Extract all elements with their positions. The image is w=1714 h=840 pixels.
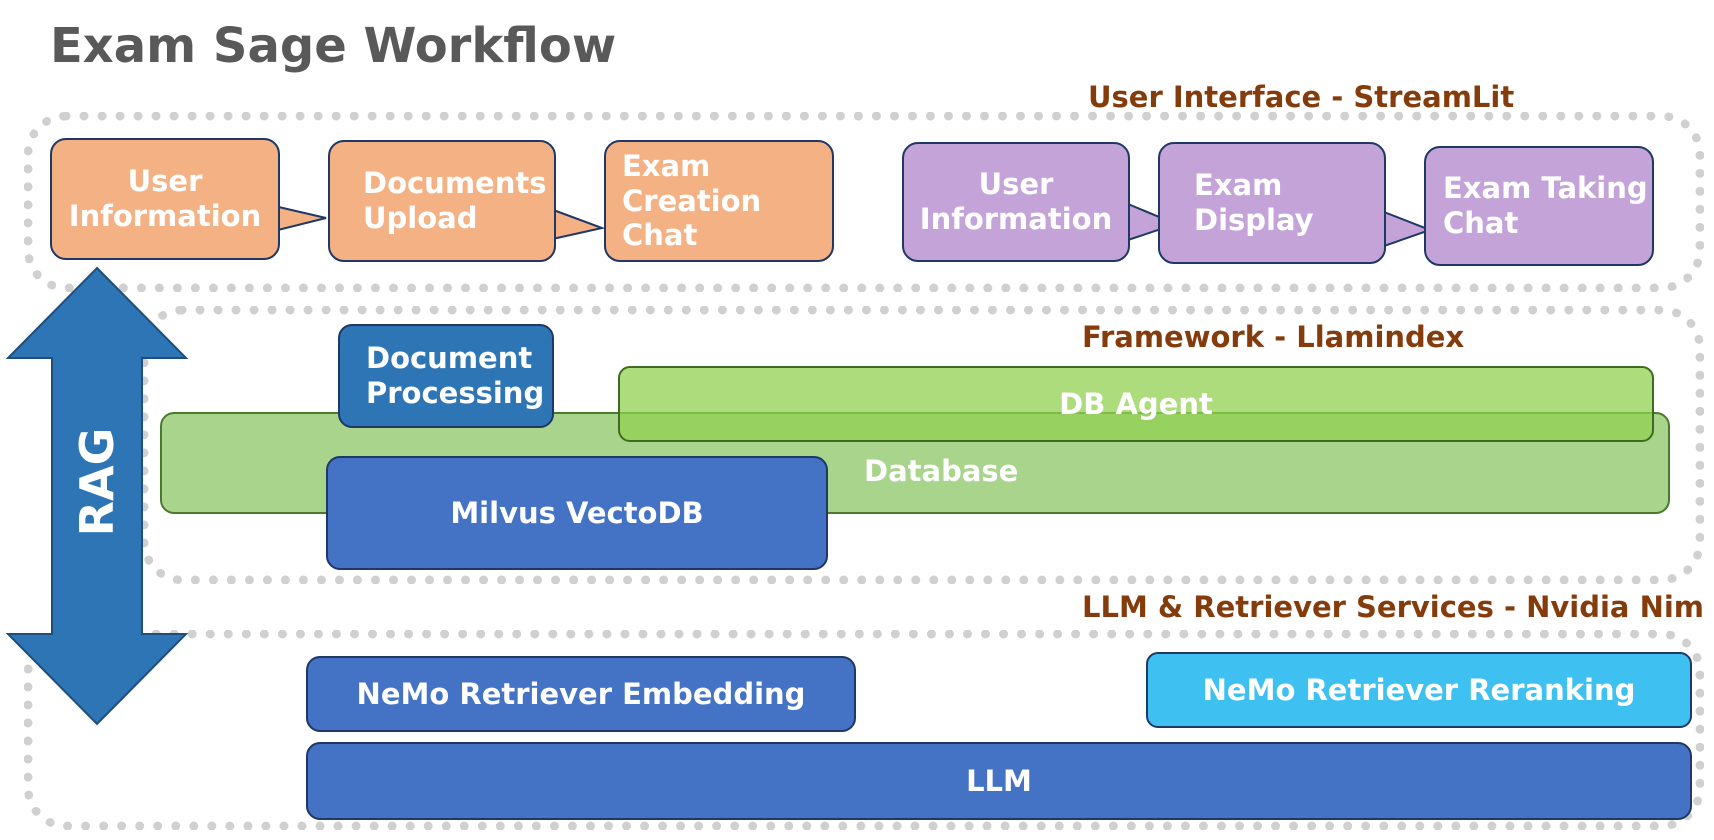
exam-taking-line-1: Exam Taking [1443,171,1648,206]
exam-creation-chat-box: Exam Creation Chat [604,140,834,262]
milvus-vectordb-label: Milvus VectoDB [450,495,704,530]
user-information-line-2: Information [68,199,262,233]
llm-label: LLM [966,763,1032,798]
exam-taking-chat-box: Exam Taking Chat [1424,146,1654,266]
ui-section-container [24,112,1704,292]
nemo-reranking-box: NeMo Retriever Reranking [1146,652,1692,728]
documents-upload-line-1: Documents [363,166,547,201]
nemo-reranking-label: NeMo Retriever Reranking [1202,672,1636,707]
user-information-box: User Information [50,138,280,260]
rag-label: RAG [70,427,124,537]
page-title: Exam Sage Workflow [50,18,617,74]
services-section-container [24,630,1704,830]
nemo-embedding-label: NeMo Retriever Embedding [356,676,806,711]
documents-upload-box: Documents Upload [328,140,556,262]
document-processing-box: Document Processing [338,324,554,428]
framework-section-label: Framework - Llamindex [1082,320,1465,354]
db-agent-label: DB Agent [1059,386,1213,421]
milvus-vectordb-box: Milvus VectoDB [326,456,828,570]
documents-upload-line-2: Upload [363,201,478,235]
exam-creation-line-2: Creation [622,183,762,218]
exam-display-box: Exam Display [1158,142,1386,264]
document-processing-line-1: Document [366,341,533,376]
user-info-display-line-1: User [978,167,1054,202]
services-section-label: LLM & Retriever Services - Nvidia Nim [1082,590,1704,624]
exam-display-line-2: Display [1194,203,1314,237]
nemo-embedding-box: NeMo Retriever Embedding [306,656,856,732]
user-information-line-1: User [127,164,203,199]
exam-creation-line-3: Chat [622,218,698,253]
user-information-display-box: User Information [902,142,1130,262]
llm-box: LLM [306,742,1692,820]
ui-section-label: User Interface - StreamLit [1088,80,1515,114]
user-info-display-line-2: Information [919,202,1113,236]
exam-creation-line-1: Exam [622,148,711,183]
exam-display-line-1: Exam [1194,168,1283,203]
database-label: Database [864,454,1019,488]
document-processing-line-2: Processing [366,376,545,410]
exam-taking-line-2: Chat [1443,206,1519,240]
db-agent-box: DB Agent [618,366,1654,442]
